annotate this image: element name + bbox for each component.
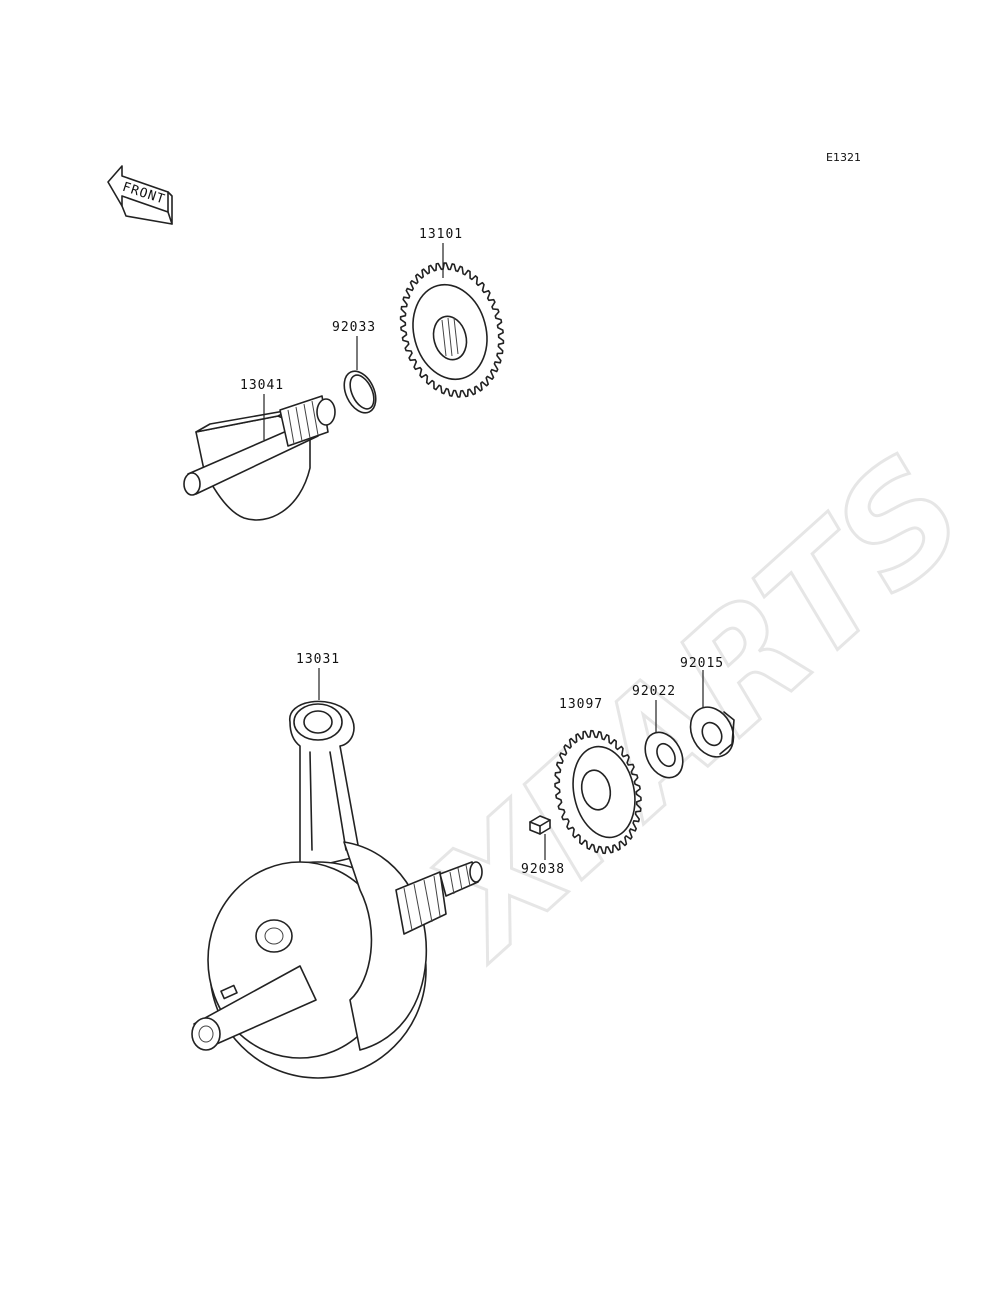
part-label-13041: 13041 [240,378,284,393]
part-label-13101: 13101 [419,227,463,242]
front-arrow-icon: FRONT [107,165,173,225]
nut-icon [689,706,735,758]
part-label-13097: 13097 [559,697,603,712]
part-label-92022: 92022 [632,684,676,699]
balancer-shaft-icon [183,395,336,521]
watermark: XPARTS [395,424,998,992]
key-icon [529,815,551,835]
diagram-code: E1321 [826,151,861,164]
part-label-92033: 92033 [332,320,376,335]
part-label-92015: 92015 [680,656,724,671]
circlip-icon [343,370,377,414]
washer-icon [644,731,684,779]
crank-gear-icon [554,729,642,855]
crankshaft-icon [191,700,483,1079]
part-label-13031: 13031 [296,652,340,667]
part-label-92038: 92038 [521,862,565,877]
balancer-gear-icon [399,262,505,398]
